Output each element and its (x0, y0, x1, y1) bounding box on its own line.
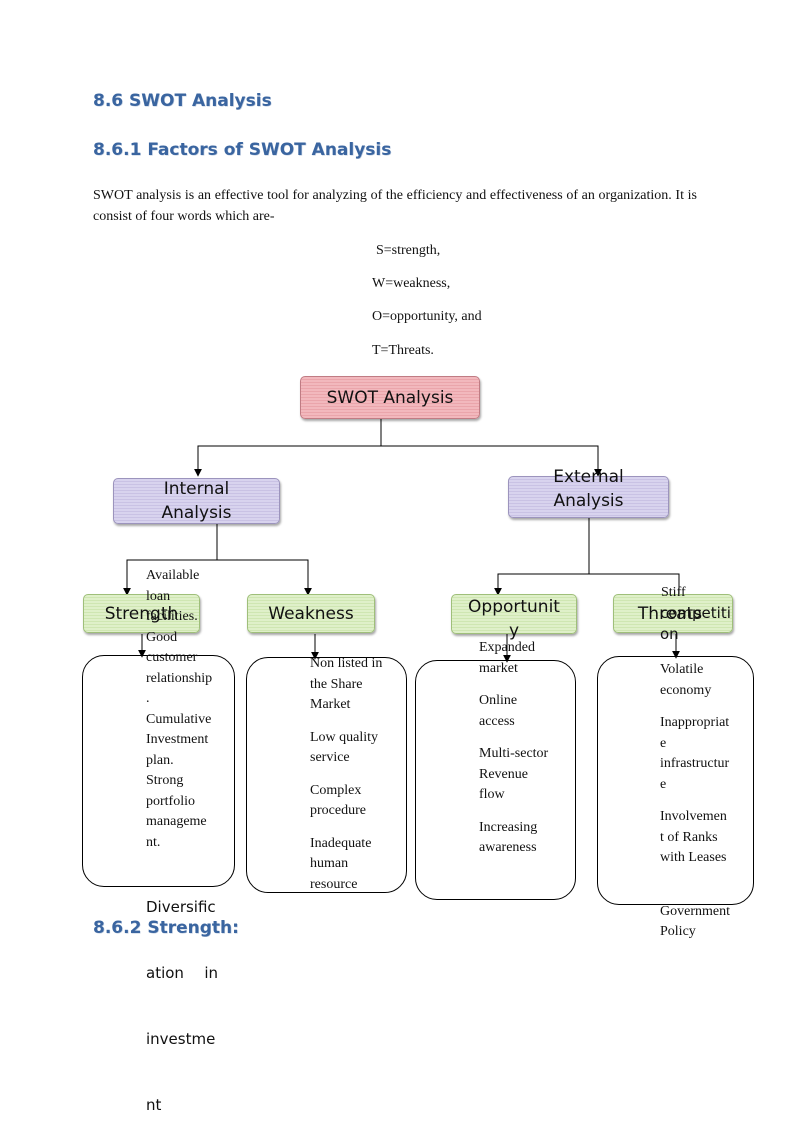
swot-root-node: SWOT Analysis (300, 376, 480, 419)
opportunity-label-line2: y (508, 621, 520, 641)
strength-node: Strength (83, 594, 200, 633)
list-item: Online (479, 693, 518, 708)
list-item: procedure (310, 803, 366, 818)
list-item: Revenue (479, 766, 528, 782)
list-item: Expanded (479, 640, 535, 655)
list-item: economy (660, 682, 712, 698)
list-item: Volatile (660, 662, 704, 677)
intro-paragraph: SWOT analysis is an effective tool for a… (93, 188, 697, 224)
list-item: investme (146, 1030, 216, 1048)
list-item: human (310, 856, 349, 871)
external-label-line2: Analysis (553, 491, 624, 511)
opportunity-node: Opportunit y (451, 594, 577, 641)
section-heading: 8.6 SWOT Analysis (93, 91, 272, 111)
list-item: Investment (146, 732, 209, 747)
list-item: flow (479, 787, 505, 802)
list-item: Inadequate (310, 835, 372, 851)
opportunity-label-line1: Opportunit (468, 597, 560, 617)
list-item: Inappropriat (660, 715, 730, 730)
list-item: resource (310, 876, 358, 892)
threats-overlap-sans: competiti on (660, 603, 731, 645)
weakness-list-box (246, 657, 407, 893)
list-item: Cumulative (146, 711, 212, 727)
swot-item-s: S=strength, (376, 243, 441, 258)
threats-label: Threats (637, 603, 703, 624)
strength-list-box (82, 655, 235, 887)
strength-section-heading: 8.6.2 Strength: (93, 918, 239, 938)
list-item: facilities. (146, 609, 198, 624)
list-item: access (479, 713, 515, 729)
list-item: t of Ranks (660, 829, 718, 845)
swot-item-t: T=Threats. (372, 343, 434, 358)
subsection-heading: 8.6.1 Factors of SWOT Analysis (93, 140, 392, 160)
list-item: Non listed in (310, 656, 383, 671)
opportunity-items: Expanded market Online access Multi-sect… (479, 638, 548, 859)
swot-item-o: O=opportunity, and (372, 309, 482, 324)
weakness-label: Weakness (268, 603, 354, 624)
list-item: on (660, 625, 679, 643)
external-analysis-node: External Analysis (508, 467, 669, 518)
list-item: market (479, 660, 518, 676)
opportunity-list-box (415, 660, 576, 900)
swot-root-label: SWOT Analysis (326, 387, 454, 408)
diagram-connectors (123, 418, 683, 663)
list-item: manageme (146, 814, 207, 829)
threats-overlap-serif: Stiff (661, 585, 686, 600)
list-item: Multi-sector (479, 746, 549, 761)
strength-label: Strength (104, 603, 179, 624)
list-item: portfolio (146, 793, 195, 809)
list-item: competiti (660, 604, 731, 622)
list-item: nt. (146, 834, 161, 850)
list-item: the Share (310, 676, 363, 692)
list-item: awareness (479, 840, 537, 855)
list-item: Market (310, 697, 351, 712)
list-item: . (146, 691, 150, 706)
list-item: Complex (310, 782, 362, 798)
list-item: service (310, 750, 350, 765)
list-item: Increasing (479, 819, 538, 835)
list-item: Government (660, 903, 730, 919)
list-item: plan. (146, 752, 174, 768)
threats-items: Volatile economy Inappropriat e infrastr… (660, 660, 730, 943)
list-item: e (660, 776, 667, 792)
list-item: Diversific (146, 898, 216, 916)
list-item: relationship (146, 670, 213, 686)
internal-label-line2: Analysis (161, 503, 232, 523)
threats-list-box (597, 656, 754, 905)
list-item: Available (146, 568, 200, 583)
list-item: nt (146, 1096, 162, 1114)
weakness-items: Non listed in the Share Market Low quali… (310, 654, 382, 895)
list-item: loan (146, 588, 171, 604)
strength-items: Available loan facilities. Good customer… (146, 566, 212, 853)
list-item: infrastructur (660, 756, 730, 771)
internal-analysis-node: Internal Analysis (113, 478, 280, 524)
list-item: e (660, 735, 667, 751)
internal-label-line1: Internal (163, 479, 230, 499)
threats-node: Threats (613, 594, 733, 633)
list-item: Policy (660, 924, 696, 939)
external-label-line1: External (553, 467, 624, 487)
list-item: Strong (146, 773, 184, 788)
weakness-node: Weakness (247, 594, 375, 633)
list-item: Good (146, 629, 178, 645)
list-item: customer (146, 650, 198, 665)
swot-item-w: W=weakness, (372, 276, 451, 291)
list-item: with Leases (660, 850, 727, 865)
list-item: Involvemen (660, 809, 727, 824)
list-item: Low quality (310, 729, 379, 745)
